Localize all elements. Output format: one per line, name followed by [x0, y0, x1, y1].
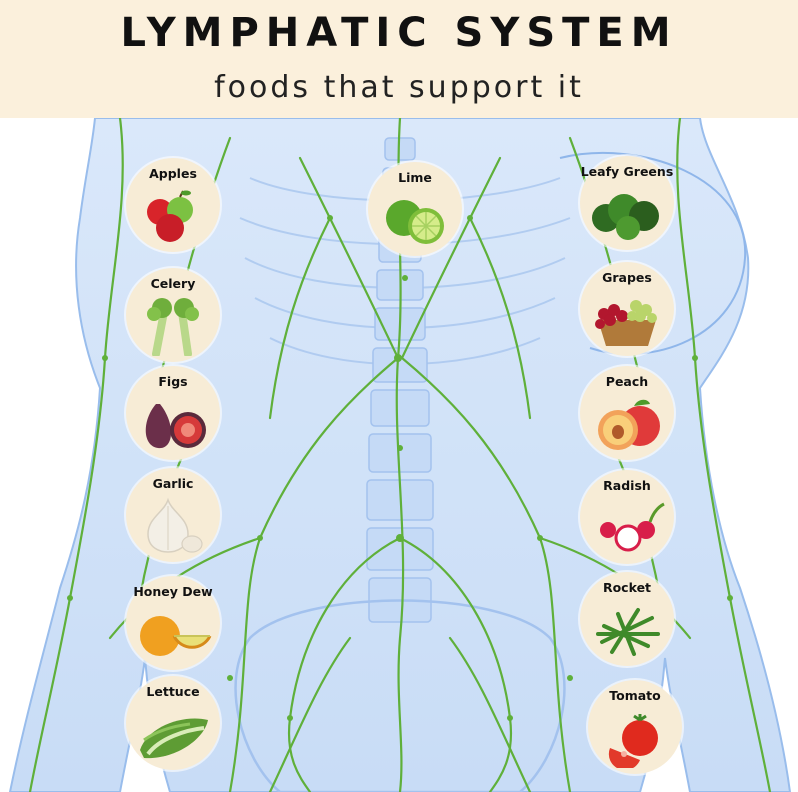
rocket-icon — [596, 608, 660, 656]
food-label-lettuce: Lettuce — [146, 684, 200, 699]
food-label-honey-dew: Honey Dew — [133, 584, 213, 599]
food-circle-garlic: Garlic — [126, 468, 220, 562]
apples-icon — [147, 190, 193, 242]
tomato-icon — [608, 714, 658, 768]
lettuce-icon — [140, 718, 208, 759]
food-circle-lime: Lime — [368, 162, 462, 256]
garlic-icon — [147, 497, 203, 553]
food-label-rocket: Rocket — [602, 580, 652, 595]
food-label-celery: Celery — [150, 276, 196, 291]
page-subtitle: foods that support it — [214, 70, 584, 105]
food-label-radish: Radish — [603, 478, 651, 493]
food-label-figs: Figs — [158, 374, 188, 389]
food-label-tomato: Tomato — [609, 688, 661, 703]
food-label-lime: Lime — [398, 170, 432, 185]
food-circle-honey-dew: Honey Dew — [126, 576, 220, 670]
grapes-icon — [595, 300, 657, 346]
radish-icon — [600, 502, 665, 552]
page-title: LYMPHATIC SYSTEM — [120, 10, 678, 56]
header-banner: LYMPHATIC SYSTEM foods that support it — [0, 0, 798, 118]
food-circle-peach: Peach — [580, 366, 674, 460]
food-label-apples: Apples — [149, 166, 197, 181]
food-label-leafy-greens: Leafy Greens — [580, 164, 674, 179]
food-circle-tomato: Tomato — [588, 680, 682, 774]
food-circle-radish: Radish — [580, 470, 674, 564]
food-circle-rocket: Rocket — [580, 572, 674, 666]
honeydew-icon — [140, 616, 212, 656]
food-label-garlic: Garlic — [152, 476, 194, 491]
figs-icon — [145, 404, 206, 449]
leafy-greens-icon — [592, 194, 659, 240]
food-label-grapes: Grapes — [602, 270, 652, 285]
celery-icon — [147, 298, 199, 356]
food-circle-celery: Celery — [126, 268, 220, 362]
food-label-peach: Peach — [605, 374, 649, 389]
food-circle-figs: Figs — [126, 366, 220, 460]
food-circle-apples: Apples — [126, 158, 220, 252]
food-circle-lettuce: Lettuce — [126, 676, 220, 770]
lime-icon — [386, 200, 444, 244]
food-circle-grapes: Grapes — [580, 262, 674, 356]
food-circle-leafy-greens: Leafy Greens — [580, 156, 674, 250]
peach-icon — [598, 399, 660, 450]
